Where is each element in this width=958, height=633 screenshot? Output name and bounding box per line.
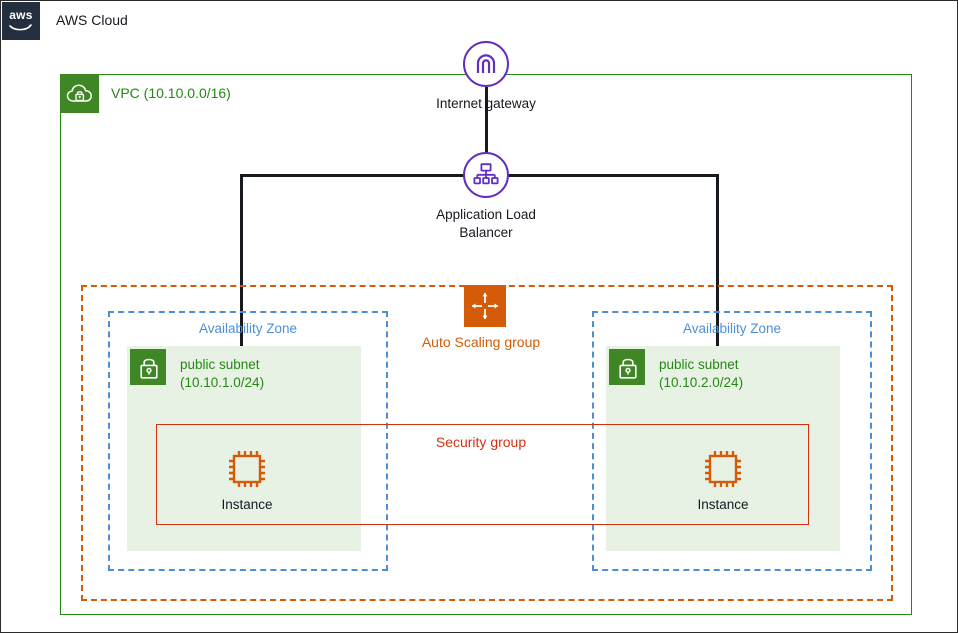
aws-cloud-title: AWS Cloud (56, 12, 128, 28)
aws-smile-icon (9, 24, 32, 31)
ec2-instance-icon (699, 445, 747, 493)
subnet-left-cidr: (10.10.1.0/24) (180, 375, 265, 390)
availability-zone-right-boundary (592, 311, 872, 571)
vpc-label: VPC (10.10.0.0/16) (111, 85, 231, 101)
subnet-lock-icon (130, 349, 166, 385)
auto-scaling-group-label: Auto Scaling group (421, 334, 541, 350)
public-subnet-right-label: public subnet (10.10.2.0/24) (659, 356, 743, 392)
internet-gateway-label: Internet gateway (436, 96, 536, 111)
connector-alb-to-right-subnet (716, 174, 719, 347)
subnet-left-name: public subnet (180, 357, 260, 372)
application-load-balancer-icon (463, 152, 509, 198)
subnet-right-name: public subnet (659, 357, 739, 372)
instance-left-label: Instance (221, 497, 273, 512)
security-group-boundary (156, 424, 809, 525)
alb-label-line2: Balancer (459, 225, 513, 240)
security-group-label: Security group (435, 434, 527, 450)
public-subnet-left-label: public subnet (10.10.1.0/24) (180, 356, 264, 392)
ec2-instance-icon (223, 445, 271, 493)
public-subnet-left (127, 346, 361, 551)
subnet-right-cidr: (10.10.2.0/24) (659, 375, 744, 390)
connector-igw-to-alb (485, 87, 488, 153)
alb-label-line1: Application Load (436, 207, 536, 222)
aws-logo: aws (2, 2, 40, 40)
aws-logo-text: aws (9, 8, 33, 22)
instance-right-label: Instance (697, 497, 749, 512)
internet-gateway-icon (463, 41, 509, 87)
availability-zone-left-label: Availability Zone (198, 321, 298, 336)
public-subnet-right (606, 346, 840, 551)
auto-scaling-arrows-icon (464, 285, 506, 327)
application-load-balancer-label: Application Load Balancer (376, 206, 596, 242)
availability-zone-right-label: Availability Zone (682, 321, 782, 336)
availability-zone-left-boundary (108, 311, 388, 571)
subnet-lock-icon (609, 349, 645, 385)
vpc-cloud-lock-icon (60, 74, 99, 113)
connector-alb-to-left-subnet (240, 174, 243, 347)
